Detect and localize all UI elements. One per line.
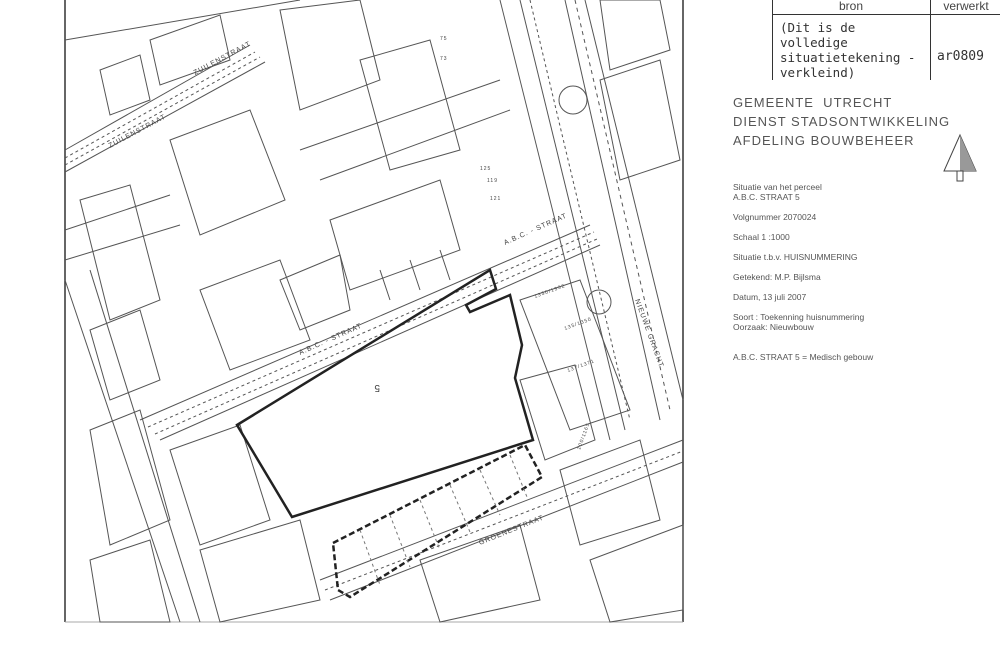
verwerkt-value: ar0809 [937,49,984,64]
info-volgnummer: Volgnummer 2070024 [733,212,817,222]
bron-value: (Dit is de volledige situatietekening - … [780,20,916,80]
house-number: 73 [440,56,448,62]
source-table: bron verwerkt (Dit is de volledige situa… [772,0,1000,80]
house-number: 75 [440,36,448,42]
info-doel: Situatie t.b.v. HUISNUMMERING [733,252,858,262]
street-label-zuilenstraat: ZUILENSTRAAT [108,114,168,150]
street-label-nieuwe-gracht: NIEUWE GRACHT [633,298,664,369]
info-situatie: Situatie van het perceel [733,182,822,192]
info-schaal: Schaal 1 :1000 [733,232,790,242]
dashed-parcel-outline [331,443,544,599]
org-line: DIENST STADSONTWIKKELING [733,114,951,129]
house-number: 119 [487,178,498,184]
column-header-bron: bron [838,0,864,13]
parcel-abc-straat-5 [235,268,535,519]
info-datum: Datum, 13 juli 2007 [733,292,807,302]
house-number: 121 [490,196,501,202]
info-oorzaak: Oorzaak: Nieuwbouw [733,322,814,332]
org-line: GEMEENTE UTRECHT [733,95,893,110]
house-number: 1330/1332 [534,283,567,300]
north-arrow-icon [943,133,977,182]
house-number: 100/1165 [576,422,591,451]
drawing-info: Situatie van het perceel A.B.C. STRAAT 5… [733,182,873,372]
street-label-abc-straat: A.B.C. - STRAAT [503,213,568,247]
info-result: A.B.C. STRAAT 5 = Medisch gebouw [733,352,874,362]
house-number: 135/1350 [564,316,593,332]
info-soort: Soort : Toekenning huisnummering [733,312,865,322]
street-label-abc-straat: A.B.C. - STRAAT [298,323,363,357]
column-header-verwerkt: verwerkt [943,0,989,13]
org-line: AFDELING BOUWBEHEER [733,133,915,148]
info-address: A.B.C. STRAAT 5 [733,192,800,202]
info-getekend: Getekend: M.P. Bijlsma [733,272,821,282]
street-label-groenestraat: GROENESTRAAT [478,514,545,547]
house-number: 125 [480,166,491,172]
organisation-block: GEMEENTE UTRECHT DIENST STADSONTWIKKELIN… [733,93,950,150]
parcel-number: 5 [373,382,380,393]
